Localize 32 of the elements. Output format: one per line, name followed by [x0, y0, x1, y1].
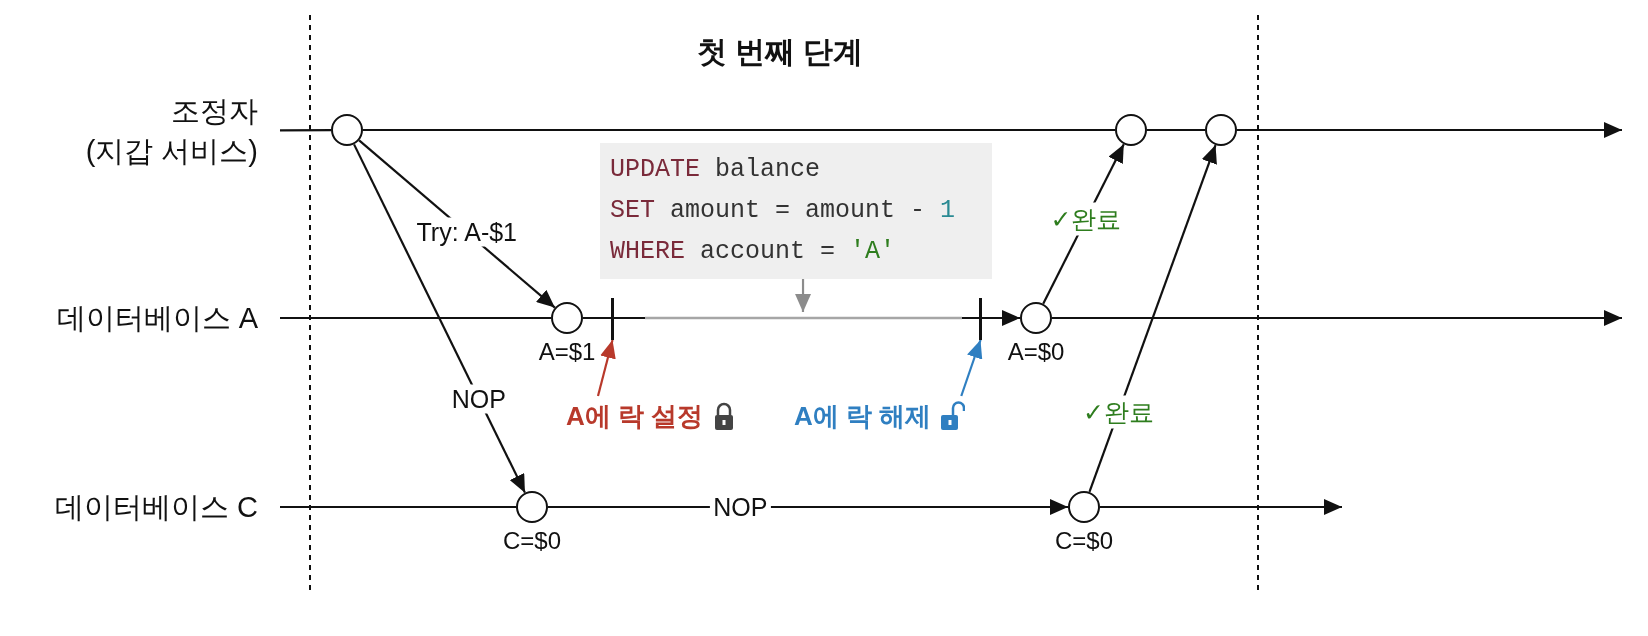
- participant-label: 데이터베이스 A: [55, 301, 258, 336]
- arrow: [1100, 499, 1342, 515]
- event-circle: [331, 114, 363, 146]
- participant-label: (지갑 서비스): [84, 134, 258, 169]
- lock-tick-mark: [979, 298, 982, 340]
- diagram-title: 첫 번째 단계: [696, 34, 864, 70]
- lock-note: A에 락 해제: [794, 399, 932, 433]
- lock-tick-mark: [611, 298, 614, 340]
- code-line: WHERE account = 'A': [610, 236, 897, 268]
- arrow: [353, 143, 526, 494]
- event-circle: [1115, 114, 1147, 146]
- leader-arrow: [960, 339, 983, 397]
- code-block: [600, 143, 992, 279]
- value-label: A=$1: [538, 338, 596, 366]
- leader-arrow: [596, 339, 616, 397]
- participant-label: 조정자: [170, 94, 258, 129]
- event-circle: [516, 491, 548, 523]
- event-circle: [1020, 302, 1052, 334]
- event-circle: [551, 302, 583, 334]
- value-label: A=$0: [1007, 338, 1065, 366]
- value-label: C=$0: [503, 527, 561, 555]
- participant-label: 데이터베이스 C: [54, 490, 258, 525]
- code-line: SET amount = amount - 1: [610, 195, 957, 227]
- arrow: [1088, 144, 1217, 493]
- event-circle: [1205, 114, 1237, 146]
- leader-arrow: [795, 279, 812, 312]
- arrow: [1237, 122, 1622, 138]
- event-circle: [1068, 491, 1100, 523]
- lock-note: A에 락 설정: [566, 399, 704, 433]
- arrow: [1052, 310, 1622, 326]
- code-line: UPDATE balance: [610, 154, 822, 186]
- value-label: C=$0: [1055, 527, 1113, 555]
